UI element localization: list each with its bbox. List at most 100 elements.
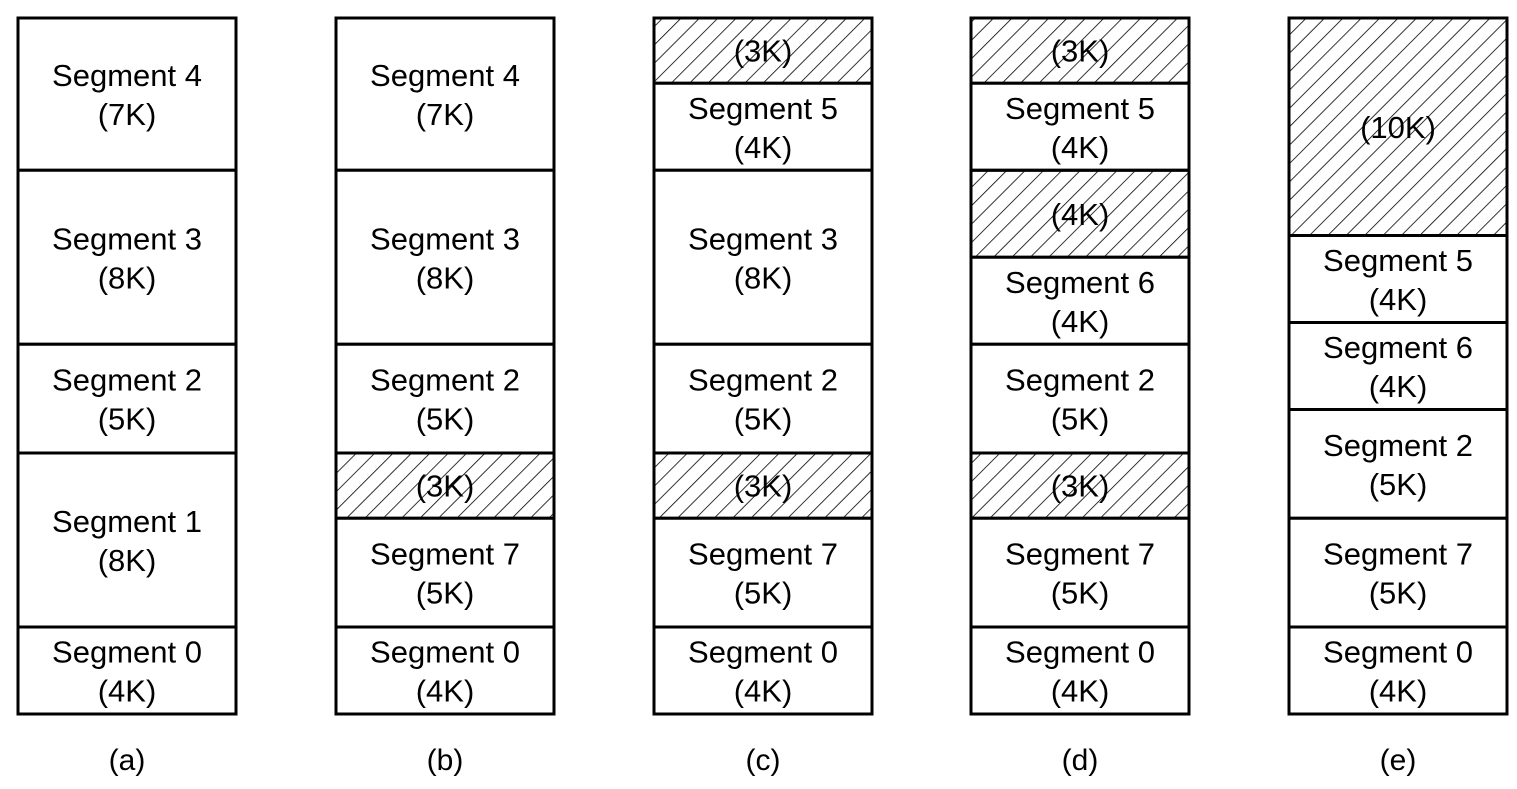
segment-size-label: (5K) <box>734 402 793 437</box>
segment-size-label: (5K) <box>1051 402 1110 437</box>
segment-rect <box>1287 408 1509 520</box>
segment-name-label: Segment 1 <box>52 504 202 539</box>
segment-size-label: (5K) <box>1051 576 1110 611</box>
segment-name-label: Segment 7 <box>370 537 520 572</box>
segment-rect <box>652 342 874 455</box>
hole-size-label: (3K) <box>1051 469 1110 504</box>
memory-column-a: Segment 4(7K)Segment 3(8K)Segment 2(5K)S… <box>16 16 238 777</box>
column-caption: (d) <box>1062 744 1099 777</box>
segment-rect <box>334 168 556 346</box>
segment-rect <box>16 625 238 716</box>
segment-name-label: Segment 2 <box>1323 428 1473 463</box>
segment-name-label: Segment 0 <box>52 635 202 670</box>
hole-rect <box>334 451 556 520</box>
hole-rect <box>652 16 874 85</box>
segment-block: Segment 2(5K) <box>16 342 238 455</box>
segment-size-label: (7K) <box>98 97 157 132</box>
segment-rect <box>652 168 874 346</box>
segment-block: Segment 0(4K) <box>1287 625 1509 716</box>
segment-name-label: Segment 4 <box>370 58 520 93</box>
segment-size-label: (8K) <box>98 543 157 578</box>
segment-block: Segment 6(4K) <box>1287 321 1509 411</box>
segment-name-label: Segment 7 <box>1323 537 1473 572</box>
segment-block: Segment 3 (8K) <box>16 168 238 346</box>
segment-name-label: Segment 2 <box>688 363 838 398</box>
free-hole-block: (3K) <box>969 16 1191 85</box>
memory-column-d: (3K)Segment 5(4K)(4K)Segment 6(4K)Segmen… <box>969 16 1191 777</box>
segment-size-label: (5K) <box>734 576 793 611</box>
hole-size-label: (4K) <box>1051 197 1110 232</box>
free-hole-block: (10K) <box>1287 16 1509 237</box>
segment-size-label: (4K) <box>1369 674 1428 709</box>
free-hole-block: (4K) <box>969 168 1191 259</box>
segment-block: Segment 3(8K) <box>334 168 556 346</box>
segment-rect <box>652 625 874 716</box>
segment-rect <box>1287 625 1509 716</box>
column-caption: (a) <box>109 744 146 777</box>
segment-size-label: (4K) <box>1051 304 1110 339</box>
segment-rect <box>969 255 1191 346</box>
segment-block: Segment 3(8K) <box>652 168 874 346</box>
segment-rect <box>969 342 1191 455</box>
segment-rect <box>334 342 556 455</box>
segment-rect <box>334 516 556 629</box>
segment-size-label: (5K) <box>416 402 475 437</box>
segment-block: Segment 2(5K) <box>1287 408 1509 520</box>
segment-size-label: (4K) <box>98 674 157 709</box>
segment-block: Segment 7(5K) <box>969 516 1191 629</box>
segment-name-label: Segment 3 <box>52 221 202 256</box>
free-hole-block: (3K) <box>969 451 1191 520</box>
segment-name-label: Segment 5 <box>688 91 838 126</box>
segment-block: Segment 7 (5K) <box>652 516 874 629</box>
segment-rect <box>334 16 556 172</box>
segment-name-label: Segment 4 <box>52 58 202 93</box>
segment-rect <box>1287 516 1509 629</box>
free-hole-block: (3K) <box>652 16 874 85</box>
segment-name-label: Segment 2 <box>1005 363 1155 398</box>
segment-rect <box>16 451 238 629</box>
hole-size-label: (3K) <box>1051 34 1110 69</box>
segment-name-label: Segment 2 <box>370 363 520 398</box>
segment-block: Segment 0 (4K) <box>16 625 238 716</box>
segment-block: Segment 0(4K) <box>969 625 1191 716</box>
segment-name-label: Segment 2 <box>52 363 202 398</box>
memory-column-c: (3K) Segment 5 (4K)Segment 3(8K) Segment 2 (… <box>652 16 874 777</box>
hole-rect <box>969 168 1191 259</box>
segment-block: Segment 6(4K) <box>969 255 1191 346</box>
segment-rect <box>16 342 238 455</box>
segment-size-label: (4K) <box>734 130 793 165</box>
segment-rect <box>334 625 556 716</box>
hole-size-label: (3K) <box>734 469 793 504</box>
segment-block: Segment 5 (4K) <box>969 81 1191 172</box>
segment-size-label: (5K) <box>416 576 475 611</box>
memory-column-b: Segment 4(7K)Segment 3(8K) Segment 2 (5K) (… <box>334 16 556 777</box>
segment-block: Segment 7 (5K) <box>334 516 556 629</box>
segment-name-label: Segment 3 <box>370 221 520 256</box>
segment-name-label: Segment 7 <box>688 537 838 572</box>
segment-rect <box>16 168 238 346</box>
segment-rect <box>652 516 874 629</box>
segment-block: Segment 4(7K) <box>334 16 556 172</box>
segment-name-label: Segment 5 <box>1005 91 1155 126</box>
segment-block: Segment 2 (5K) <box>652 342 874 455</box>
hole-rect <box>969 16 1191 85</box>
segment-block: Segment 2 (5K) <box>334 342 556 455</box>
segment-size-label: (8K) <box>98 260 157 295</box>
segment-block: Segment 7 (5K) <box>1287 516 1509 629</box>
column-caption: (b) <box>427 744 464 777</box>
segment-size-label: (4K) <box>1051 130 1110 165</box>
segment-rect <box>1287 321 1509 411</box>
free-hole-block: (3K) <box>652 451 874 520</box>
hole-rect <box>1287 16 1509 237</box>
segment-rect <box>969 625 1191 716</box>
hole-size-label: (3K) <box>734 34 793 69</box>
free-hole-block: (3K) <box>334 451 556 520</box>
segment-block: Segment 0(4K) <box>334 625 556 716</box>
segment-block: Segment 1 (8K) <box>16 451 238 629</box>
segment-block: Segment 2 (5K) <box>969 342 1191 455</box>
segment-name-label: Segment 5 <box>1323 243 1473 278</box>
hole-size-label: (3K) <box>416 469 475 504</box>
segment-size-label: (5K) <box>1369 576 1428 611</box>
column-caption: (e) <box>1380 744 1417 777</box>
